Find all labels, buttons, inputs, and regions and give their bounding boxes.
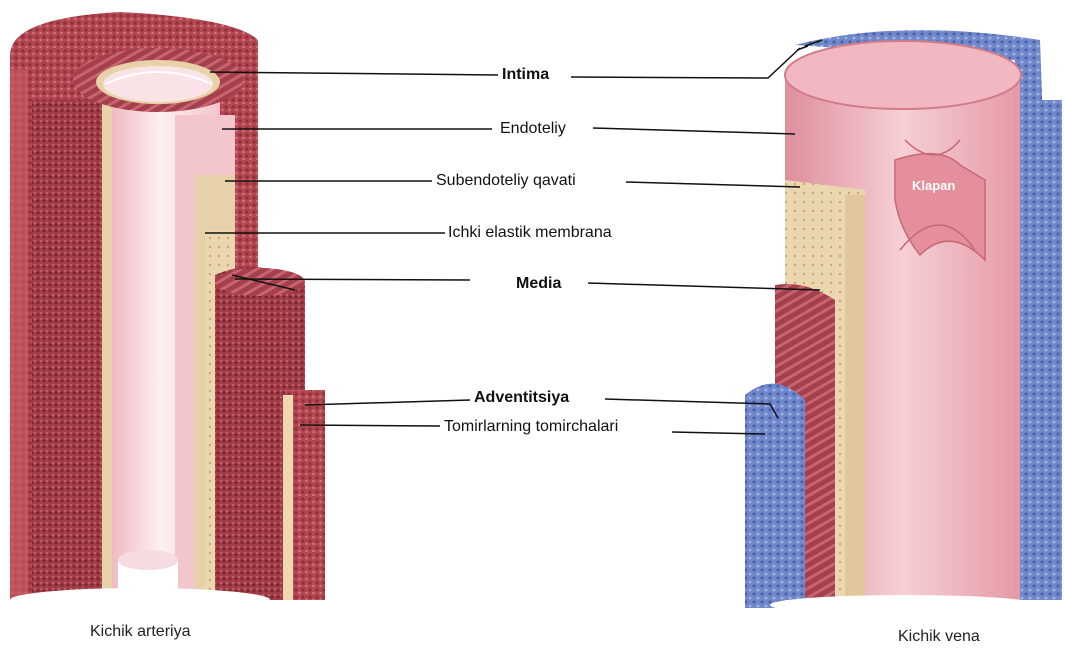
label-elastik-membrana: Ichki elastik membrana [448,224,612,242]
caption-vein: Kichik vena [898,628,980,646]
label-endoteliy: Endoteliy [500,120,566,138]
label-subendoteliy: Subendoteliy qavati [436,172,576,190]
label-tomirchalari: Tomirlarning tomirchalari [444,418,618,436]
artery-illustration [10,12,325,612]
vein-illustration [740,30,1065,648]
label-intima: Intima [502,66,549,84]
label-media: Media [516,275,561,293]
label-adventitsiya: Adventitsiya [474,389,569,407]
caption-artery: Kichik arteriya [90,623,190,641]
label-klapan: Klapan [912,178,955,193]
